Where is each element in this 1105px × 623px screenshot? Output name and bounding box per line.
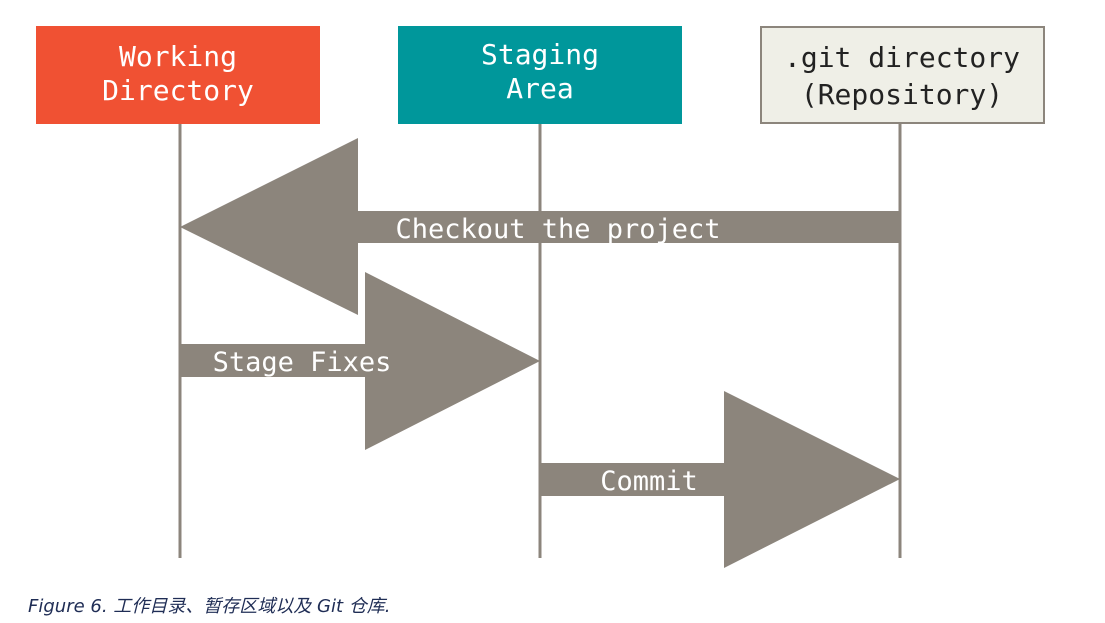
checkout-arrow: Checkout the project — [180, 138, 900, 315]
repository-box: .git directory (Repository) — [760, 26, 1045, 124]
staging-area-label-line2: Area — [506, 72, 573, 105]
stage-fixes-arrow: Stage Fixes — [180, 272, 540, 450]
working-directory-label-line2: Directory — [102, 74, 254, 107]
figure-caption: Figure 6. 工作目录、暂存区域以及 Git 仓库. — [28, 596, 391, 617]
working-directory-box: Working Directory — [36, 26, 320, 124]
staging-area-box: Staging Area — [398, 26, 682, 124]
commit-arrow-label: Commit — [600, 466, 698, 497]
checkout-arrow-label: Checkout the project — [395, 214, 720, 245]
repository-label-line1: .git directory — [784, 41, 1020, 74]
commit-arrow: Commit — [540, 391, 900, 568]
working-directory-label-line1: Working — [119, 40, 237, 73]
git-areas-diagram: Working Directory Staging Area .git dire… — [36, 26, 1045, 568]
staging-area-label-line1: Staging — [481, 38, 599, 71]
stage-fixes-arrow-label: Stage Fixes — [213, 347, 392, 378]
repository-label-line2: (Repository) — [801, 78, 1003, 111]
